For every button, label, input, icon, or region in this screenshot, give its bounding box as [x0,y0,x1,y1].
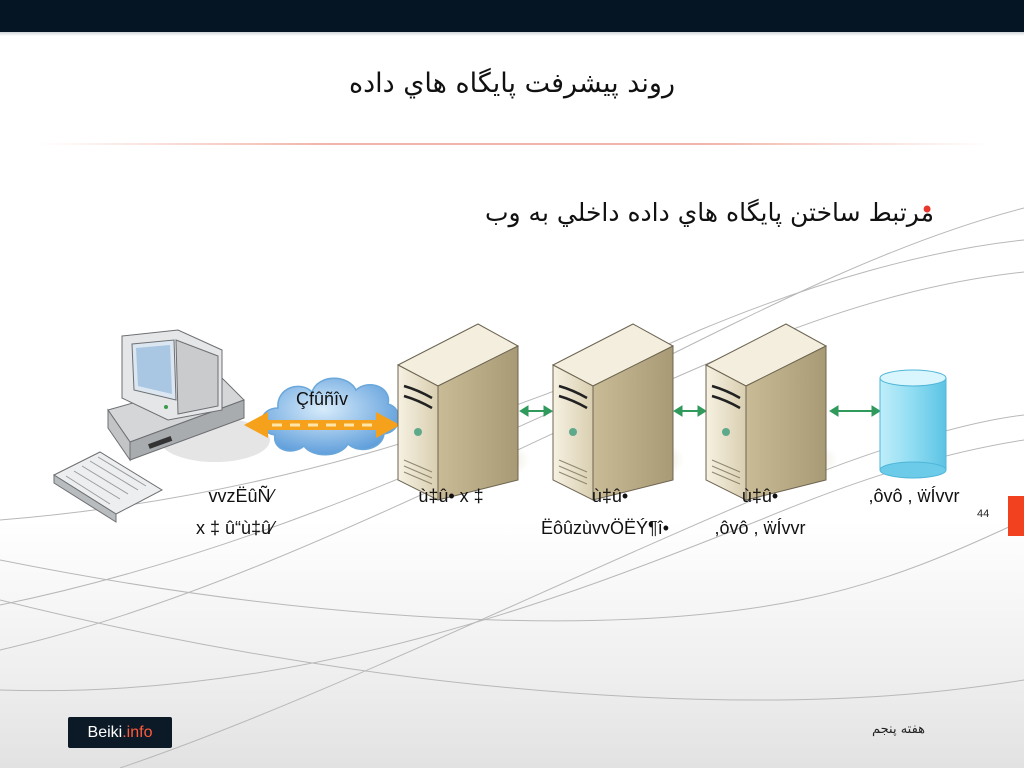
server2-label-line1: ù‡û• [591,486,629,506]
connector-arrow-icon [829,405,881,417]
architecture-diagram [52,323,947,523]
page-number: 44 [977,508,990,520]
connector-arrow-icon [673,405,707,417]
client-label-line2: x ‡ û“ù‡û⁄ [195,518,275,538]
top-bar [0,0,1024,32]
cloud-icon [260,377,400,456]
server3-label-line1: ù‡û• [741,486,779,506]
bullet-text: مرتبط ساختن پايگاه هاي داده داخلي به وب [485,198,934,227]
logo-brand: Beiki [87,724,123,741]
footer-text: هفته پنجم [872,722,926,737]
database-label: ,ôvô , ẅÍvvr [868,486,960,506]
logo-suffix: .info [122,724,153,741]
accent-tab [1008,496,1024,536]
keyboard-icon [52,451,164,523]
server-icon [551,323,685,501]
database-icon [879,369,947,479]
bullet-marker: • [920,196,935,224]
server3-label-line2: ,ôvô , ẅÍvvr [714,518,806,538]
cloud-label: Çfûñîv [296,389,349,409]
slide-title: روند پيشرفت پايگاه هاي داده [349,68,675,99]
server-icon [396,323,530,501]
title-divider [40,143,990,145]
client-label-line1: vvzËûÑ⁄ [208,486,274,506]
top-bar-shine [0,32,1024,36]
server1-label: ù‡û• x ‡ [418,486,484,506]
computer-icon [107,329,270,462]
brand-logo: Beiki.info [68,717,172,748]
server-icon [704,323,838,501]
connector-arrow-icon [519,405,553,417]
network-arrow-icon [244,412,400,438]
server2-label-line2: ËôûzùvvÖËÝ¶î• [540,518,670,538]
